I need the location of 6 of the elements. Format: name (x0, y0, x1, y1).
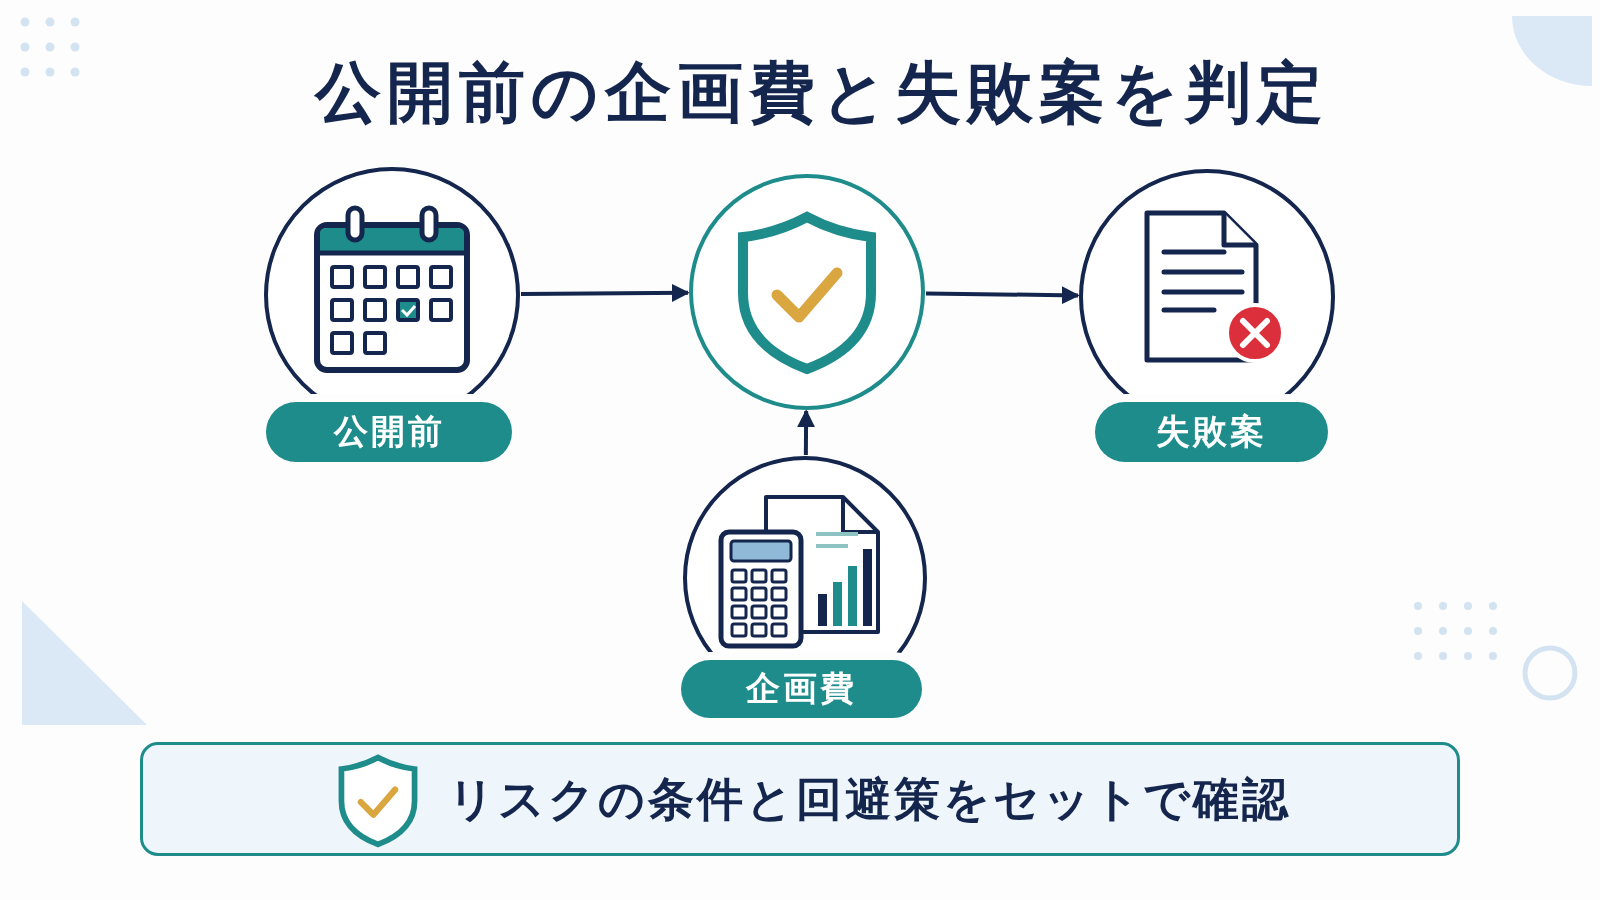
arrow (925, 286, 1080, 305)
note-banner (140, 742, 1460, 856)
arrow (797, 409, 816, 455)
arrow (521, 284, 690, 302)
note-text: リスクの条件と回避策をセットで確認 (448, 771, 1291, 828)
title: 公開前の企画費と失敗案を判定 (313, 53, 1330, 133)
